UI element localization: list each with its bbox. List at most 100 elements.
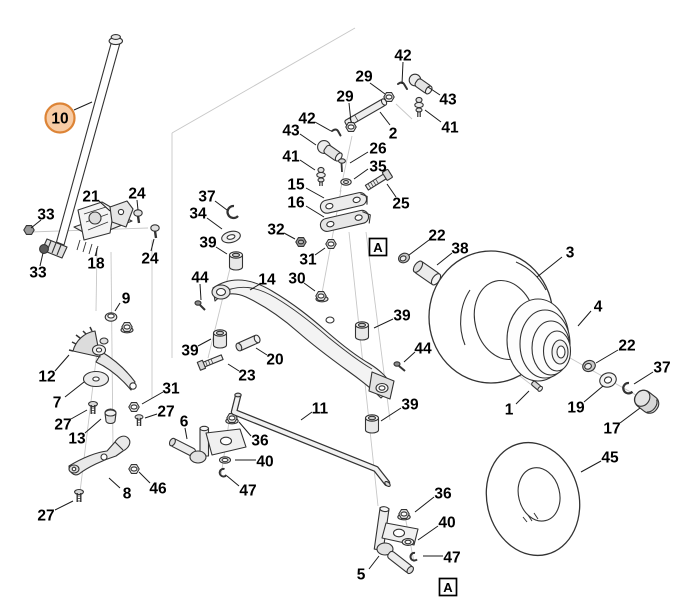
- part-callout-35-10[interactable]: 35: [369, 159, 387, 176]
- leader-line: [54, 500, 74, 511]
- leader-line: [95, 247, 98, 257]
- clip-washer-bushing-art: [194, 204, 244, 311]
- part-callout-42-0[interactable]: 42: [394, 48, 411, 65]
- part-callout-6-41[interactable]: 6: [180, 414, 189, 431]
- leader-line: [515, 390, 530, 405]
- part-callout-39-33[interactable]: 39: [393, 308, 411, 325]
- part-callout-14-27[interactable]: 14: [258, 272, 276, 289]
- part-callout-27-52[interactable]: 27: [37, 508, 54, 525]
- pivot-bushing-art: [398, 252, 442, 286]
- part-callout-40-60[interactable]: 40: [438, 515, 455, 532]
- highlighted-callout-10[interactable]: 10: [44, 101, 93, 134]
- part-callout-36-59[interactable]: 36: [434, 486, 452, 503]
- part-callout-43-7[interactable]: 43: [282, 123, 300, 140]
- part-callout-17-57[interactable]: 17: [603, 421, 620, 438]
- part-callout-44-23[interactable]: 44: [191, 270, 209, 287]
- part-callout-47-49[interactable]: 47: [239, 483, 256, 500]
- part-callout-29-2[interactable]: 29: [336, 89, 354, 106]
- part-callout-33-19[interactable]: 33: [29, 265, 47, 282]
- leader-line: [70, 409, 88, 420]
- part-callout-3-30[interactable]: 3: [566, 245, 575, 262]
- part-callout-30-26[interactable]: 30: [288, 271, 305, 288]
- tie-rod-11-art: [230, 392, 391, 488]
- part-callout-41-4[interactable]: 41: [441, 120, 459, 137]
- part-callout-21-14[interactable]: 21: [82, 189, 100, 206]
- leader-line: [379, 111, 391, 126]
- leader-line: [583, 385, 604, 403]
- leader-lines: [30, 61, 654, 570]
- leader-line: [417, 525, 439, 541]
- leader-line: [84, 418, 102, 434]
- leader-line: [98, 200, 111, 212]
- part-callout-8-50[interactable]: 8: [123, 486, 132, 503]
- part-callout-24-18[interactable]: 24: [141, 251, 159, 268]
- leader-line: [619, 407, 641, 424]
- part-callout-16-12[interactable]: 16: [287, 195, 305, 212]
- part-callout-2-5[interactable]: 2: [389, 126, 398, 143]
- leader-line: [136, 199, 139, 211]
- leader-line: [427, 86, 441, 96]
- leader-line: [199, 283, 202, 301]
- part-callout-24-15[interactable]: 24: [128, 186, 146, 203]
- part-callout-25-13[interactable]: 25: [392, 196, 410, 213]
- leader-line: [144, 413, 158, 419]
- section-marker-label: A: [373, 240, 383, 255]
- part-callout-46-51[interactable]: 46: [149, 481, 167, 498]
- part-callout-32-24[interactable]: 32: [267, 222, 284, 239]
- part-callout-29-1[interactable]: 29: [355, 69, 373, 86]
- spindle-left-art: [168, 413, 247, 478]
- part-callout-39-22[interactable]: 39: [199, 235, 217, 252]
- part-callout-26-9[interactable]: 26: [369, 141, 387, 158]
- part-callout-34-21[interactable]: 34: [189, 206, 207, 223]
- part-callout-45-58[interactable]: 45: [601, 450, 619, 467]
- part-callout-37-54[interactable]: 37: [653, 360, 670, 377]
- leader-line: [595, 349, 619, 364]
- part-callout-47-61[interactable]: 47: [443, 550, 460, 567]
- part-callout-9-32[interactable]: 9: [122, 291, 131, 308]
- part-callout-18-17[interactable]: 18: [87, 256, 105, 273]
- part-callout-39-42[interactable]: 39: [181, 343, 199, 360]
- leader-line: [138, 471, 151, 484]
- axle-beam-art: [196, 279, 406, 434]
- part-callout-38-29[interactable]: 38: [451, 241, 469, 258]
- sector-gear-art: [68, 312, 144, 427]
- part-callout-43-3[interactable]: 43: [439, 92, 457, 109]
- part-callout-12-35[interactable]: 12: [38, 369, 55, 386]
- part-callout-31-39[interactable]: 31: [162, 381, 180, 398]
- part-callout-36-47[interactable]: 36: [251, 433, 269, 450]
- part-callout-27-37[interactable]: 27: [54, 417, 71, 434]
- part-callout-13-38[interactable]: 13: [68, 431, 86, 448]
- part-callout-7-36[interactable]: 7: [53, 395, 62, 412]
- leader-line: [283, 232, 296, 240]
- highlight-circle[interactable]: [44, 102, 76, 134]
- part-callout-10-highlighted[interactable]: 10: [51, 111, 68, 128]
- part-callout-4-31[interactable]: 4: [594, 299, 603, 316]
- hub-hardware-art: [582, 359, 660, 414]
- part-callout-22-53[interactable]: 22: [618, 338, 635, 355]
- part-callout-44-34[interactable]: 44: [414, 341, 432, 358]
- leader-line: [403, 351, 416, 363]
- part-callout-15-11[interactable]: 15: [287, 177, 305, 194]
- part-callout-33-16[interactable]: 33: [37, 207, 55, 224]
- part-callout-41-8[interactable]: 41: [282, 149, 300, 166]
- part-callout-20-43[interactable]: 20: [266, 352, 283, 369]
- steering-gear-art: [23, 200, 160, 257]
- part-callout-1-55[interactable]: 1: [505, 402, 514, 419]
- leader-line: [414, 496, 435, 513]
- section-marker-label: A: [443, 580, 453, 595]
- part-callout-31-25[interactable]: 31: [299, 252, 317, 269]
- leader-line: [577, 310, 592, 327]
- leader-line: [348, 102, 352, 123]
- part-callout-22-28[interactable]: 22: [428, 228, 445, 245]
- part-callout-40-48[interactable]: 40: [256, 454, 273, 471]
- part-callout-5-62[interactable]: 5: [357, 567, 366, 584]
- part-callout-37-20[interactable]: 37: [198, 189, 215, 206]
- section-marker-box: [368, 237, 388, 257]
- part-callout-19-56[interactable]: 19: [567, 400, 585, 417]
- steering-plates-art: [295, 158, 393, 249]
- part-callout-39-46[interactable]: 39: [401, 397, 419, 414]
- part-callout-42-6[interactable]: 42: [298, 111, 315, 128]
- part-callout-11-45[interactable]: 11: [312, 401, 329, 418]
- part-callout-27-40[interactable]: 27: [157, 404, 174, 421]
- part-callout-23-44[interactable]: 23: [238, 368, 256, 385]
